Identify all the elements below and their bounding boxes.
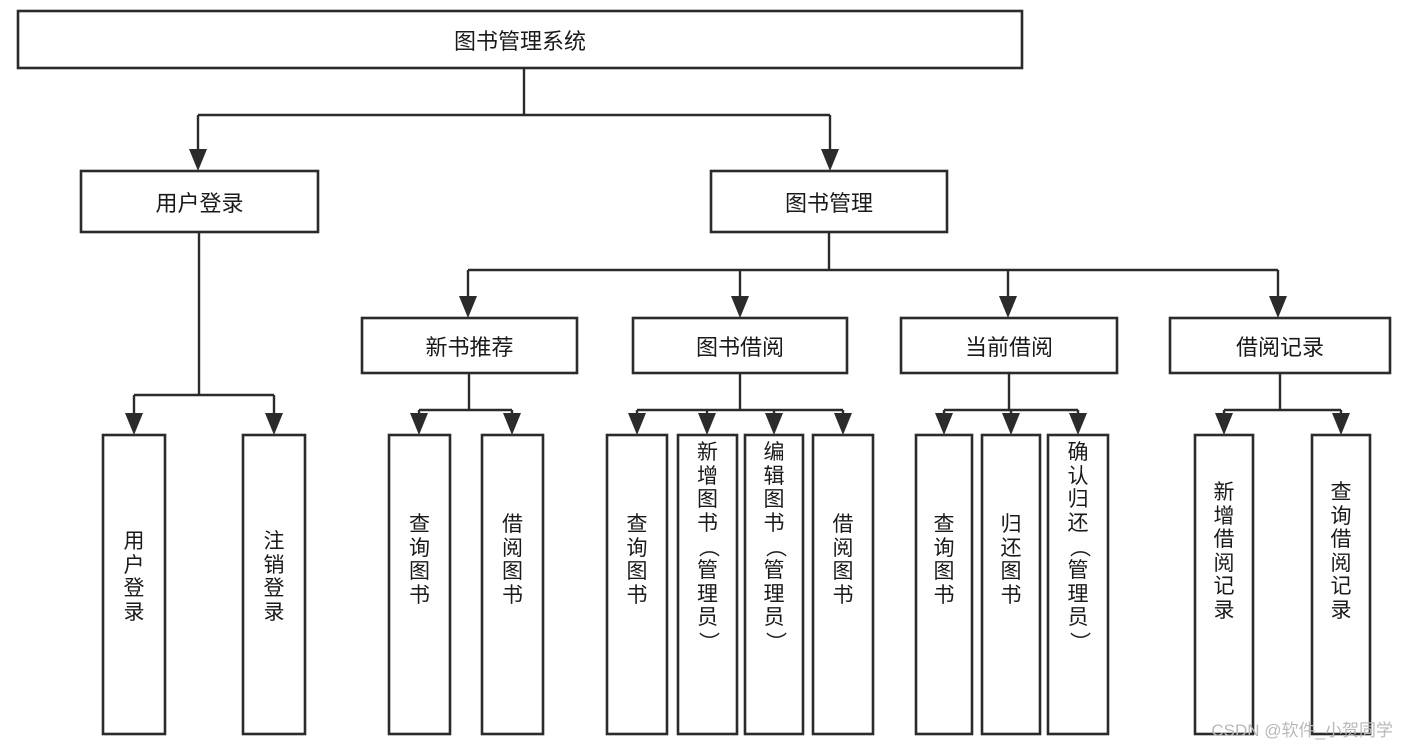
leaf-node-leaf-return-book-box[interactable] — [980, 433, 1042, 736]
arrow-down-icon — [1332, 413, 1350, 435]
leaf-node-leaf-query-borrow-record-box[interactable] — [1310, 433, 1372, 736]
leaf-node-leaf-add-book-admin-box[interactable] — [676, 433, 739, 736]
leaf-node-leaf-query-book-current-box[interactable] — [914, 433, 974, 736]
leaf-node-leaf-logout-box[interactable] — [241, 433, 307, 736]
leaf-node-leaf-borrow-book-recommend-box[interactable] — [480, 433, 545, 736]
root-node-box[interactable] — [16, 9, 1024, 70]
arrow-down-icon — [1215, 413, 1233, 435]
arrow-down-icon — [628, 413, 646, 435]
arrow-down-icon — [935, 413, 953, 435]
arrow-down-icon — [503, 413, 521, 435]
arrow-down-icon — [731, 296, 749, 318]
level2-node-user-login-box[interactable] — [79, 169, 320, 234]
arrow-down-icon — [265, 413, 283, 435]
leaf-node-leaf-query-book-borrow-box[interactable] — [605, 433, 669, 736]
arrow-down-icon — [1002, 413, 1020, 435]
arrow-down-icon — [834, 413, 852, 435]
arrow-down-icon — [125, 413, 143, 435]
leaf-node-leaf-borrow-book-box[interactable] — [811, 433, 875, 736]
leaf-node-leaf-edit-book-admin-box[interactable] — [743, 433, 805, 736]
leaf-node-leaf-query-book-recommend-box[interactable] — [387, 433, 452, 736]
arrow-down-icon — [1269, 296, 1287, 318]
arrow-down-icon — [189, 149, 207, 171]
arrow-down-icon — [698, 413, 716, 435]
arrow-down-icon — [459, 296, 477, 318]
leaf-node-leaf-confirm-return-admin-box[interactable] — [1046, 433, 1110, 736]
level3-node-book-borrow-box[interactable] — [631, 316, 849, 375]
arrow-down-icon — [765, 413, 783, 435]
level3-node-borrow-records-box[interactable] — [1168, 316, 1392, 375]
level3-node-current-borrow-box[interactable] — [899, 316, 1119, 375]
arrow-down-icon — [821, 149, 839, 171]
leaf-node-leaf-add-borrow-record-box[interactable] — [1193, 433, 1255, 736]
arrow-down-icon — [1069, 413, 1087, 435]
level3-node-new-book-recommend-box[interactable] — [360, 316, 579, 375]
level2-node-book-management-box[interactable] — [709, 169, 949, 234]
arrow-down-icon — [410, 413, 428, 435]
leaf-node-leaf-user-login-box[interactable] — [101, 433, 167, 736]
arrow-down-icon — [999, 296, 1017, 318]
